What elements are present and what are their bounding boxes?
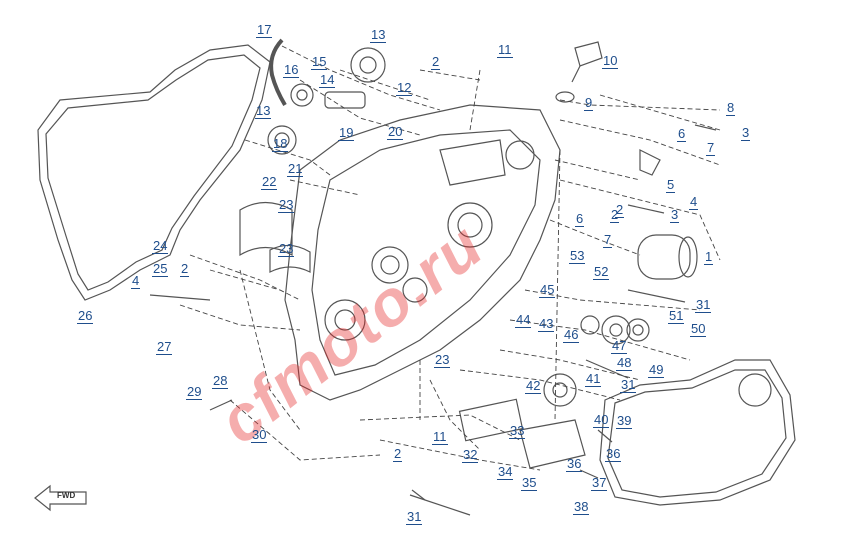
callout-label: 33 <box>509 423 526 439</box>
callout-label: 6 <box>677 126 687 142</box>
callout-label: 52 <box>593 264 610 280</box>
callout-label: 13 <box>370 27 387 43</box>
fwd-arrow-icon: FWD <box>33 486 89 510</box>
callout-label: 10 <box>602 53 619 69</box>
callout-label: 11 <box>497 42 513 58</box>
callout-label: 20 <box>387 124 404 140</box>
callout-label: 27 <box>156 339 173 355</box>
callout-label: 5 <box>666 177 676 193</box>
callout-label: 4 <box>131 273 141 289</box>
callout-label: 23 <box>278 241 295 257</box>
fwd-label: FWD <box>57 491 76 500</box>
callout-label: 45 <box>539 282 556 298</box>
callout-label: 32 <box>462 447 479 463</box>
callout-label: 53 <box>569 248 586 264</box>
callout-label: 49 <box>648 362 665 378</box>
callout-label: 7 <box>706 140 716 156</box>
callout-label: 26 <box>77 308 94 324</box>
callout-label: 2 <box>615 202 625 218</box>
callout-label: 2 <box>431 54 441 70</box>
callout-label: 13 <box>255 103 272 119</box>
callout-label: 2 <box>393 446 403 462</box>
callout-label: 43 <box>538 316 555 332</box>
callout-label: 35 <box>521 475 538 491</box>
callout-label: 31 <box>695 297 712 313</box>
callout-label: 41 <box>585 371 602 387</box>
callout-label: 11 <box>432 429 448 445</box>
callout-label: 46 <box>563 327 580 343</box>
callout-label: 48 <box>616 355 633 371</box>
callout-label: 23 <box>434 352 451 368</box>
callout-label: 51 <box>668 308 685 324</box>
callout-label: 2 <box>180 261 190 277</box>
callout-label: 38 <box>573 499 590 515</box>
callout-label: 47 <box>611 338 628 354</box>
callout-label: 30 <box>251 427 268 443</box>
callout-label: 31 <box>620 377 637 393</box>
callout-label: 3 <box>741 125 751 141</box>
callout-label: 3 <box>670 207 680 223</box>
crankcase <box>284 104 561 401</box>
callout-label: 8 <box>726 100 736 116</box>
callout-label: 40 <box>593 412 610 428</box>
callout-label: 34 <box>497 464 514 480</box>
callout-label: 4 <box>689 194 699 210</box>
callout-label: 17 <box>256 22 273 38</box>
left-gasket <box>37 44 271 301</box>
callout-label: 12 <box>396 80 413 96</box>
callout-label: 6 <box>575 211 585 227</box>
callout-label: 19 <box>338 125 355 141</box>
callout-label: 50 <box>690 321 707 337</box>
callout-label: 14 <box>319 72 336 88</box>
callout-label: 37 <box>591 475 608 491</box>
callout-label: 2 <box>610 207 620 223</box>
callout-label: 15 <box>311 54 328 70</box>
callout-label: 29 <box>186 384 203 400</box>
right-gasket <box>599 359 796 506</box>
callout-label: 24 <box>152 238 169 254</box>
callout-label: 25 <box>152 261 169 277</box>
callout-label: 28 <box>212 373 229 389</box>
callout-label: 22 <box>261 174 278 190</box>
callout-label: 1 <box>704 249 714 265</box>
callout-label: 36 <box>605 446 622 462</box>
callout-label: 16 <box>283 62 300 78</box>
callout-label: 18 <box>272 136 289 152</box>
callout-label: 39 <box>616 413 633 429</box>
callout-label: 7 <box>603 232 613 248</box>
oil-filter-shape <box>637 234 691 280</box>
callout-label: 36 <box>566 456 583 472</box>
callout-label: 42 <box>525 378 542 394</box>
callout-label: 31 <box>406 509 423 525</box>
callout-label: 23 <box>278 197 295 213</box>
callout-label: 21 <box>287 161 304 177</box>
callout-label: 9 <box>584 95 594 111</box>
callout-label: 44 <box>515 312 532 328</box>
